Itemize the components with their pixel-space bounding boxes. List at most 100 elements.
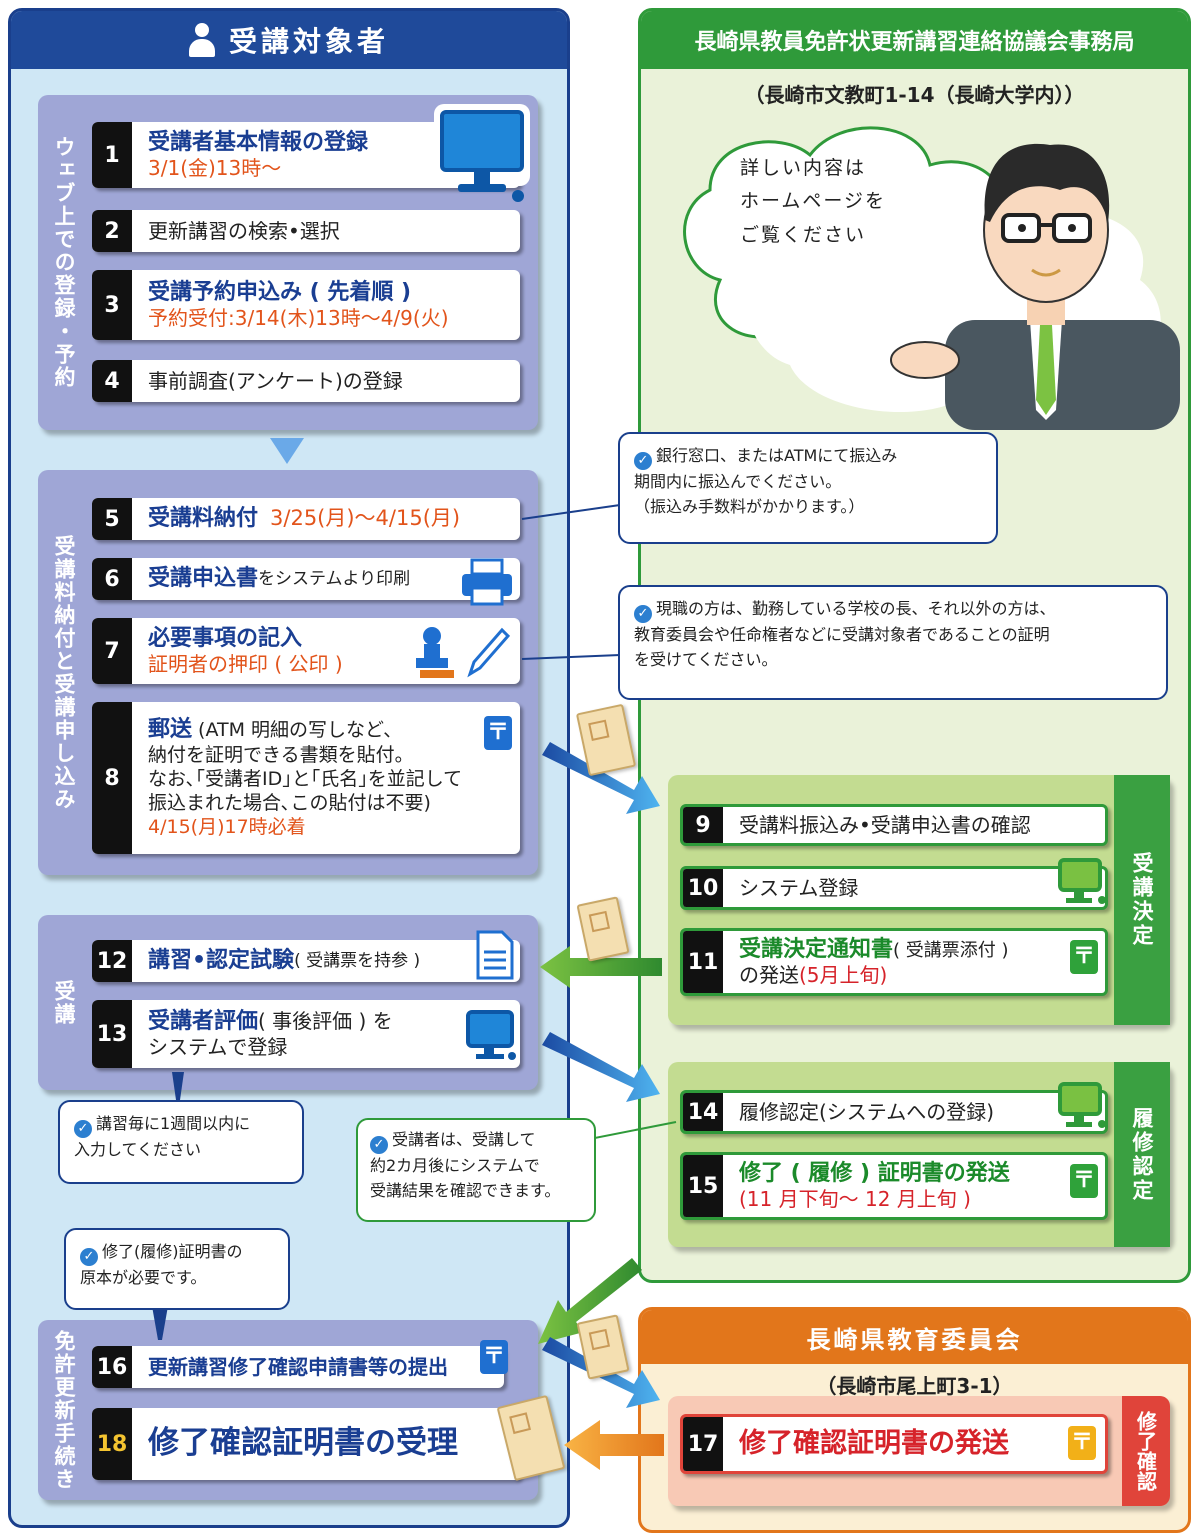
- step-14: 14 履修認定(システムへの登録): [680, 1090, 1108, 1134]
- council-header: 長崎県教員免許状更新講習連絡協議会事務局: [641, 11, 1188, 69]
- step-1-title: 受講者基本情報の登録: [148, 129, 369, 155]
- council-address: （長崎市文教町1-14（長崎大学内））: [744, 83, 1085, 107]
- step-8-line2: 納付を証明できる書類を貼付。: [148, 743, 414, 766]
- step-10-number: 10: [683, 869, 723, 907]
- note-result-line3: 受講結果を確認できます。: [370, 1180, 561, 1200]
- computer-icon: [430, 100, 534, 214]
- speech-cloud-illustration: [683, 126, 1180, 430]
- step-16-title: 更新講習修了確認申請書等の提出: [148, 1355, 448, 1379]
- note-result-line2: 約2カ月後にシステムで: [370, 1156, 540, 1175]
- computer-green-icon: [1058, 858, 1106, 904]
- group-completion-label: 修了確認: [1122, 1396, 1170, 1506]
- note-result-line1: 受講者は、受講して: [392, 1130, 536, 1149]
- step-4: 4 事前調査(アンケート)の登録: [92, 360, 520, 402]
- computer-small-icon: [466, 1010, 516, 1060]
- note-bank-line1: 銀行窓口、またはATMにて振込み: [656, 446, 898, 465]
- group-web-label: ウェブ上での登録・予約: [52, 136, 76, 389]
- step-6-title: 受講申込書: [148, 565, 259, 591]
- check-icon-2: ✓: [634, 605, 652, 623]
- step-1-number: 1: [92, 122, 132, 188]
- note-original-line1: 修了(履修)証明書の: [102, 1242, 243, 1261]
- note-original-required: ✓修了(履修)証明書の 原本が必要です。: [64, 1228, 290, 1310]
- person-icon: [188, 23, 215, 57]
- board-header: 長崎県教育委員会: [641, 1310, 1188, 1364]
- group-certify-label: 履修認定: [1114, 1062, 1170, 1247]
- step-8-line3: なお､｢受講者ID｣と｢氏名｣を並記して: [148, 767, 463, 790]
- step-8: 8 郵送 (ATM 明細の写しなど、 納付を証明できる書類を貼付。 なお､｢受講…: [92, 702, 520, 854]
- stamp-and-pencil-icon: [416, 627, 511, 678]
- step-10: 10 システム登録: [680, 866, 1108, 910]
- note-cert-line1: 現職の方は、勤務している学校の長、それ以外の方は、: [656, 599, 1056, 618]
- step-3-title: 受講予約申込み ( 先着順 ): [148, 279, 412, 305]
- check-icon-5: ✓: [80, 1248, 98, 1266]
- step-5-title: 受講料納付: [148, 505, 259, 531]
- check-icon-3: ✓: [74, 1120, 92, 1138]
- note-bank-transfer: ✓銀行窓口、またはATMにて振込み 期間内に振込んでください。 （振込み手数料が…: [618, 432, 998, 544]
- step-18-number: 18: [92, 1408, 132, 1480]
- step-8-line1: (ATM 明細の写しなど、: [192, 719, 403, 742]
- step-13-rest: ( 事後評価 ) を: [258, 1008, 393, 1033]
- step-6-rest: をシステムより印刷: [258, 568, 411, 589]
- step-12: 12 講習•認定試験( 受講票を持参 ): [92, 940, 520, 982]
- step-7-title: 必要事項の記入: [148, 625, 303, 651]
- step-8-deadline: 4/15(月)17時必着: [148, 815, 306, 838]
- step-2-number: 2: [92, 210, 132, 252]
- step-3: 3 受講予約申込み ( 先着順 )予約受付:3/14(木)13時〜4/9(火): [92, 270, 520, 340]
- arrow-15-to-16: [538, 1258, 642, 1344]
- step-15-date: (11 月下旬〜 12 月上旬 ): [739, 1187, 971, 1212]
- step-2-title: 更新講習の検索•選択: [148, 219, 340, 243]
- post-office-green-icon: 〒: [1070, 940, 1098, 974]
- note-weekly-input: ✓講習毎に1週間以内に 入力してください: [58, 1100, 304, 1184]
- post-office-orange-icon: 〒: [1068, 1426, 1096, 1460]
- step-7-number: 7: [92, 618, 132, 684]
- step-11-date: (5月上旬): [799, 963, 888, 988]
- step-12-rest: ( 受講票を持参 ): [294, 950, 421, 971]
- arrow-13-to-14: [542, 1032, 660, 1102]
- arrow-17-to-18: [564, 1420, 664, 1470]
- step-13: 13 受講者評価( 事後評価 ) をシステムで登録: [92, 1000, 520, 1068]
- step-2: 2 更新講習の検索•選択: [92, 210, 520, 252]
- post-office-icon-16: 〒: [480, 1340, 508, 1374]
- applicant-header: 受講対象者: [11, 11, 567, 69]
- step-9-title: 受講料振込み•受講申込書の確認: [739, 813, 1031, 837]
- step-17-title: 修了確認証明書の発送: [739, 1427, 1009, 1459]
- step-5: 5 受講料納付 3/25(月)〜4/15(月): [92, 498, 520, 540]
- step-11-title: 受講決定通知書: [739, 936, 894, 962]
- arrow-8-to-9: [542, 742, 660, 814]
- document-icon: [476, 930, 514, 980]
- step-15-title: 修了 ( 履修 ) 証明書の発送: [739, 1160, 1010, 1186]
- step-11-rest: ( 受講票添付 ): [893, 939, 1009, 961]
- check-icon-4: ✓: [370, 1136, 388, 1154]
- step-5-date: 3/25(月)〜4/15(月): [270, 506, 461, 531]
- step-13-number: 13: [92, 1000, 132, 1068]
- step-16: 16 更新講習修了確認申請書等の提出: [92, 1346, 504, 1388]
- step-10-title: システム登録: [739, 876, 859, 900]
- step-18-title: 修了確認証明書の受理: [148, 1425, 458, 1462]
- step-15: 15 修了 ( 履修 ) 証明書の発送(11 月下旬〜 12 月上旬 ): [680, 1152, 1108, 1220]
- check-icon: ✓: [634, 452, 652, 470]
- step-11: 11 受講決定通知書( 受講票添付 )の発送(5月上旬): [680, 928, 1108, 996]
- speech-bubble-text: 詳しい内容は ホームページを ご覧ください: [740, 152, 886, 252]
- group-decision-label: 受講決定: [1114, 775, 1170, 1025]
- step-17-number: 17: [683, 1417, 723, 1471]
- step-8-number: 8: [92, 702, 132, 854]
- step-7-seal: 証明者の押印 ( 公印 ): [148, 652, 343, 677]
- step-6-number: 6: [92, 558, 132, 600]
- man-illustration: [890, 143, 1180, 430]
- step-6: 6 受講申込書をシステムより印刷: [92, 558, 520, 600]
- note-cert-line3: を受けてください。: [634, 649, 778, 669]
- step-5-number: 5: [92, 498, 132, 540]
- down-arrow-icon: [270, 438, 304, 464]
- step-8-line4: 振込まれた場合､この貼付は不要): [148, 791, 431, 814]
- step-17: 17 修了確認証明書の発送: [680, 1414, 1108, 1474]
- step-12-title: 講習•認定試験: [148, 947, 295, 973]
- bubble-line3: ご覧ください: [740, 223, 867, 246]
- step-12-number: 12: [92, 940, 132, 982]
- step-14-number: 14: [683, 1093, 723, 1131]
- step-1-date: 3/1(金)13時〜: [148, 156, 282, 181]
- note-weekly-line2: 入力してください: [74, 1140, 202, 1159]
- step-3-number: 3: [92, 270, 132, 340]
- note-bank-line2: 期間内に振込んでください。: [634, 472, 842, 491]
- bubble-line1: 詳しい内容は: [740, 157, 867, 179]
- step-11-line2: の発送: [739, 963, 799, 988]
